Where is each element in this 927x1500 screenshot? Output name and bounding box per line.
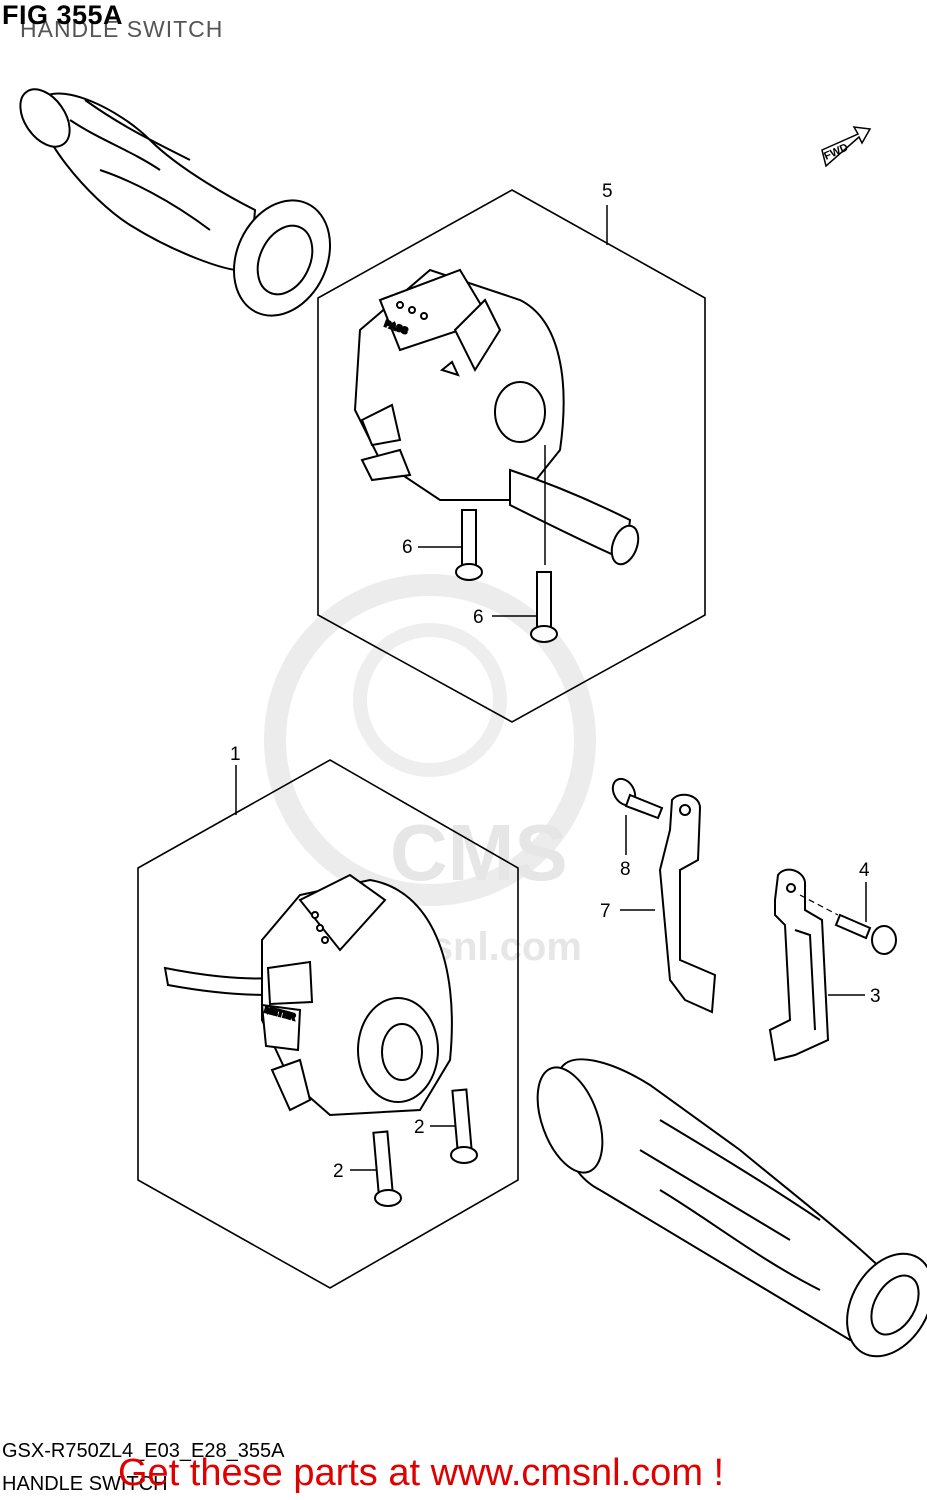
watermark-brand: CMS [390,808,568,897]
callout-2: 2 [414,1117,425,1138]
screw-6-lower-drawing [492,571,558,643]
screw-6-upper-drawing [418,509,483,581]
screw-2-upper-drawing [430,1088,478,1164]
callout-6: 6 [473,607,484,628]
part-1-frame [137,759,519,1289]
bracket-3-drawing [768,868,865,1062]
callout-8: 8 [620,859,631,880]
parts-link[interactable]: Get these parts at www.cmsnl.com ! [118,1452,725,1494]
callout-6: 6 [402,537,413,558]
right-switch-housing-drawing: PASS [353,268,640,566]
diagram-subtitle: HANDLE SWITCH [20,16,224,42]
left-switch-housing-drawing: METER [163,873,453,1117]
part-5-frame [317,189,706,723]
screw-2-lower-drawing [350,1130,402,1207]
section-name: HANDLE SWITCH [2,1473,168,1495]
fwd-label: FWD [822,142,850,163]
callout-7: 7 [600,901,611,922]
bracket-7-drawing [620,793,717,1014]
callout-1: 1 [230,744,241,765]
callout-2: 2 [333,1161,344,1182]
right-grip-drawing [536,1058,927,1358]
bolt-8-drawing [611,777,664,855]
callout-4: 4 [859,860,870,881]
bolt-4-drawing [799,882,897,955]
figure-title: FIG 355A [2,0,124,30]
model-code: GSX-R750ZL4_E03_E28_355A [2,1440,285,1462]
fwd-arrow-icon: FWD [821,126,872,168]
left-grip-drawing [19,88,332,317]
callout-5: 5 [602,181,613,202]
callout-3: 3 [870,986,881,1007]
